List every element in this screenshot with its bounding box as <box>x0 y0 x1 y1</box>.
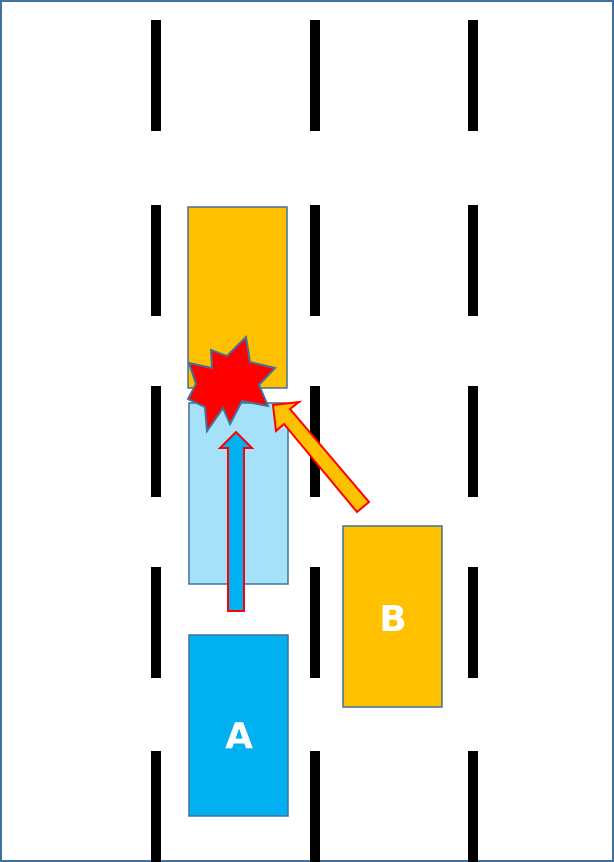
lane-dash <box>151 386 161 497</box>
lane-dash <box>310 20 320 131</box>
lane-dash <box>468 205 478 316</box>
explosion-icon <box>186 334 277 434</box>
lane-dash <box>310 205 320 316</box>
car-b: B <box>342 525 443 708</box>
lane-dash <box>468 386 478 497</box>
car-a-body <box>188 634 289 817</box>
lane-dash <box>151 751 161 862</box>
lane-dash <box>468 751 478 862</box>
car-b-body <box>342 525 443 708</box>
lane-markings <box>151 20 478 862</box>
lane-dash <box>151 205 161 316</box>
car-a-label: A <box>225 716 253 757</box>
lane-dash <box>468 20 478 131</box>
car-b-label: B <box>379 599 406 640</box>
lane-dash <box>310 567 320 678</box>
lane-dash <box>468 567 478 678</box>
car-b-path-arrow <box>271 400 371 514</box>
car-a-path-arrow <box>217 430 255 612</box>
lane-dash <box>310 751 320 862</box>
car-a: A <box>188 634 289 817</box>
lane-dash <box>151 567 161 678</box>
lane-dash <box>151 20 161 131</box>
